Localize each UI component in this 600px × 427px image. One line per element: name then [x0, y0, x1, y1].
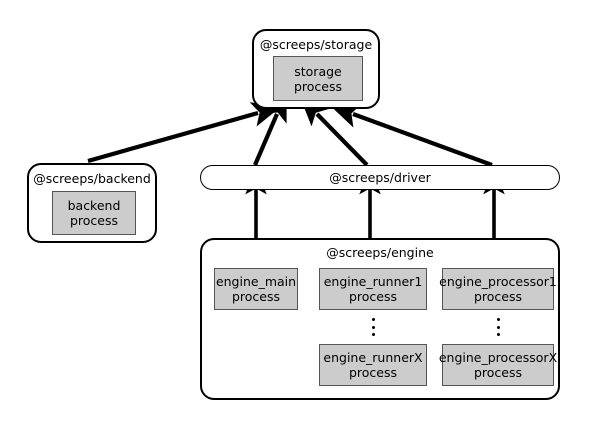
package-driver[interactable]: @screeps/driver — [200, 165, 560, 190]
process-engine-processorx-line1: engine_processorX — [438, 350, 558, 365]
process-storage-line1: storage — [294, 63, 342, 79]
vertical-ellipsis-icon-processor — [493, 318, 503, 336]
process-backend-line2: process — [69, 213, 119, 228]
process-engine-processor1[interactable]: engine_processor1 process — [439, 268, 557, 310]
package-storage[interactable]: @screeps/storage storage process — [252, 29, 380, 109]
package-engine-title: @screeps/engine — [326, 245, 434, 260]
process-engine-runnerx-line1: engine_runnerX — [323, 350, 423, 365]
arrow-driver-to-storage-middle — [299, 96, 369, 167]
arrow-driver-to-storage-left — [253, 91, 287, 166]
process-engine-processorx[interactable]: engine_processorX process — [438, 344, 558, 386]
process-engine-runnerx-line2: process — [348, 365, 398, 380]
vertical-ellipsis-icon-runner — [368, 318, 378, 336]
package-backend[interactable]: @screeps/backend backend process — [27, 163, 157, 243]
process-engine-main-line2: process — [231, 289, 281, 304]
process-backend-line1: backend — [67, 198, 121, 213]
process-storage[interactable]: storage process — [273, 56, 363, 101]
package-driver-title: @screeps/driver — [329, 170, 431, 185]
process-engine-main[interactable]: engine_main process — [214, 268, 298, 310]
package-engine[interactable]: @screeps/engine engine_main process engi… — [200, 238, 560, 400]
process-engine-processor1-line2: process — [473, 289, 523, 304]
process-engine-runner1-line1: engine_runner1 — [323, 274, 423, 289]
process-engine-main-line1: engine_main — [215, 274, 297, 289]
process-storage-line2: process — [293, 78, 343, 94]
package-backend-title: @screeps/backend — [33, 171, 151, 186]
process-engine-processorx-line2: process — [473, 365, 523, 380]
process-engine-runnerx[interactable]: engine_runnerX process — [319, 344, 427, 386]
package-storage-title: @screeps/storage — [259, 37, 373, 52]
process-backend[interactable]: backend process — [52, 191, 136, 235]
arrow-driver-to-storage-right — [330, 103, 493, 167]
process-engine-runner1-line2: process — [348, 289, 398, 304]
arrow-backend-to-storage — [87, 102, 282, 164]
process-engine-runner1[interactable]: engine_runner1 process — [319, 268, 427, 310]
process-engine-processor1-line1: engine_processor1 — [439, 274, 557, 289]
